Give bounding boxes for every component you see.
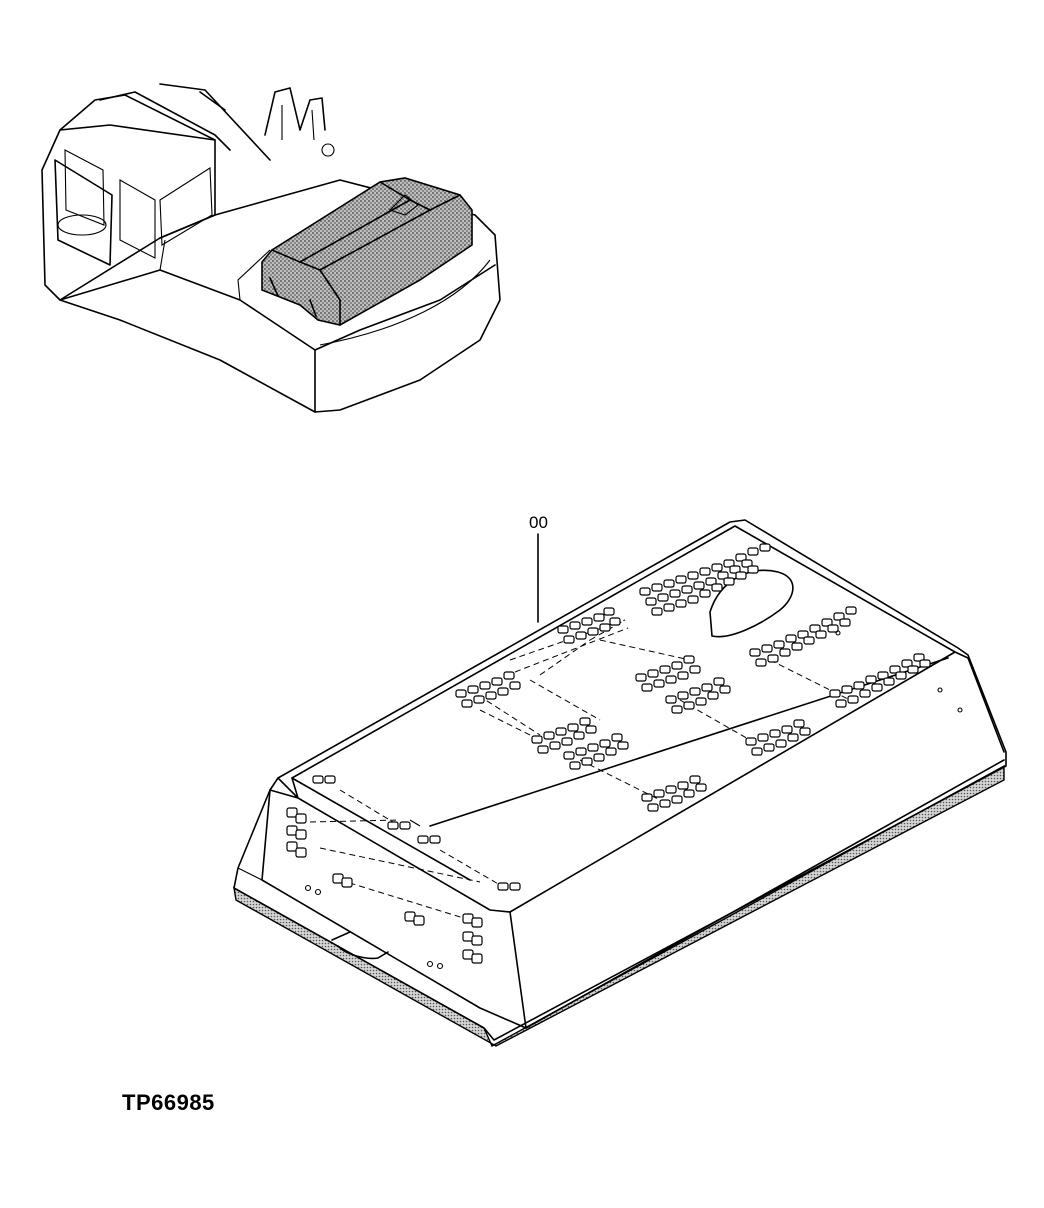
excavator-overview-icon <box>41 83 501 413</box>
mount-holes <box>304 630 963 970</box>
vent-slots <box>286 543 931 964</box>
part-callout: 00 <box>529 513 548 623</box>
hood-part-icon <box>233 519 1007 1047</box>
callout-label: 00 <box>529 513 548 532</box>
drawing-number: TP66985 <box>122 1090 215 1115</box>
panel-lines <box>309 619 851 921</box>
